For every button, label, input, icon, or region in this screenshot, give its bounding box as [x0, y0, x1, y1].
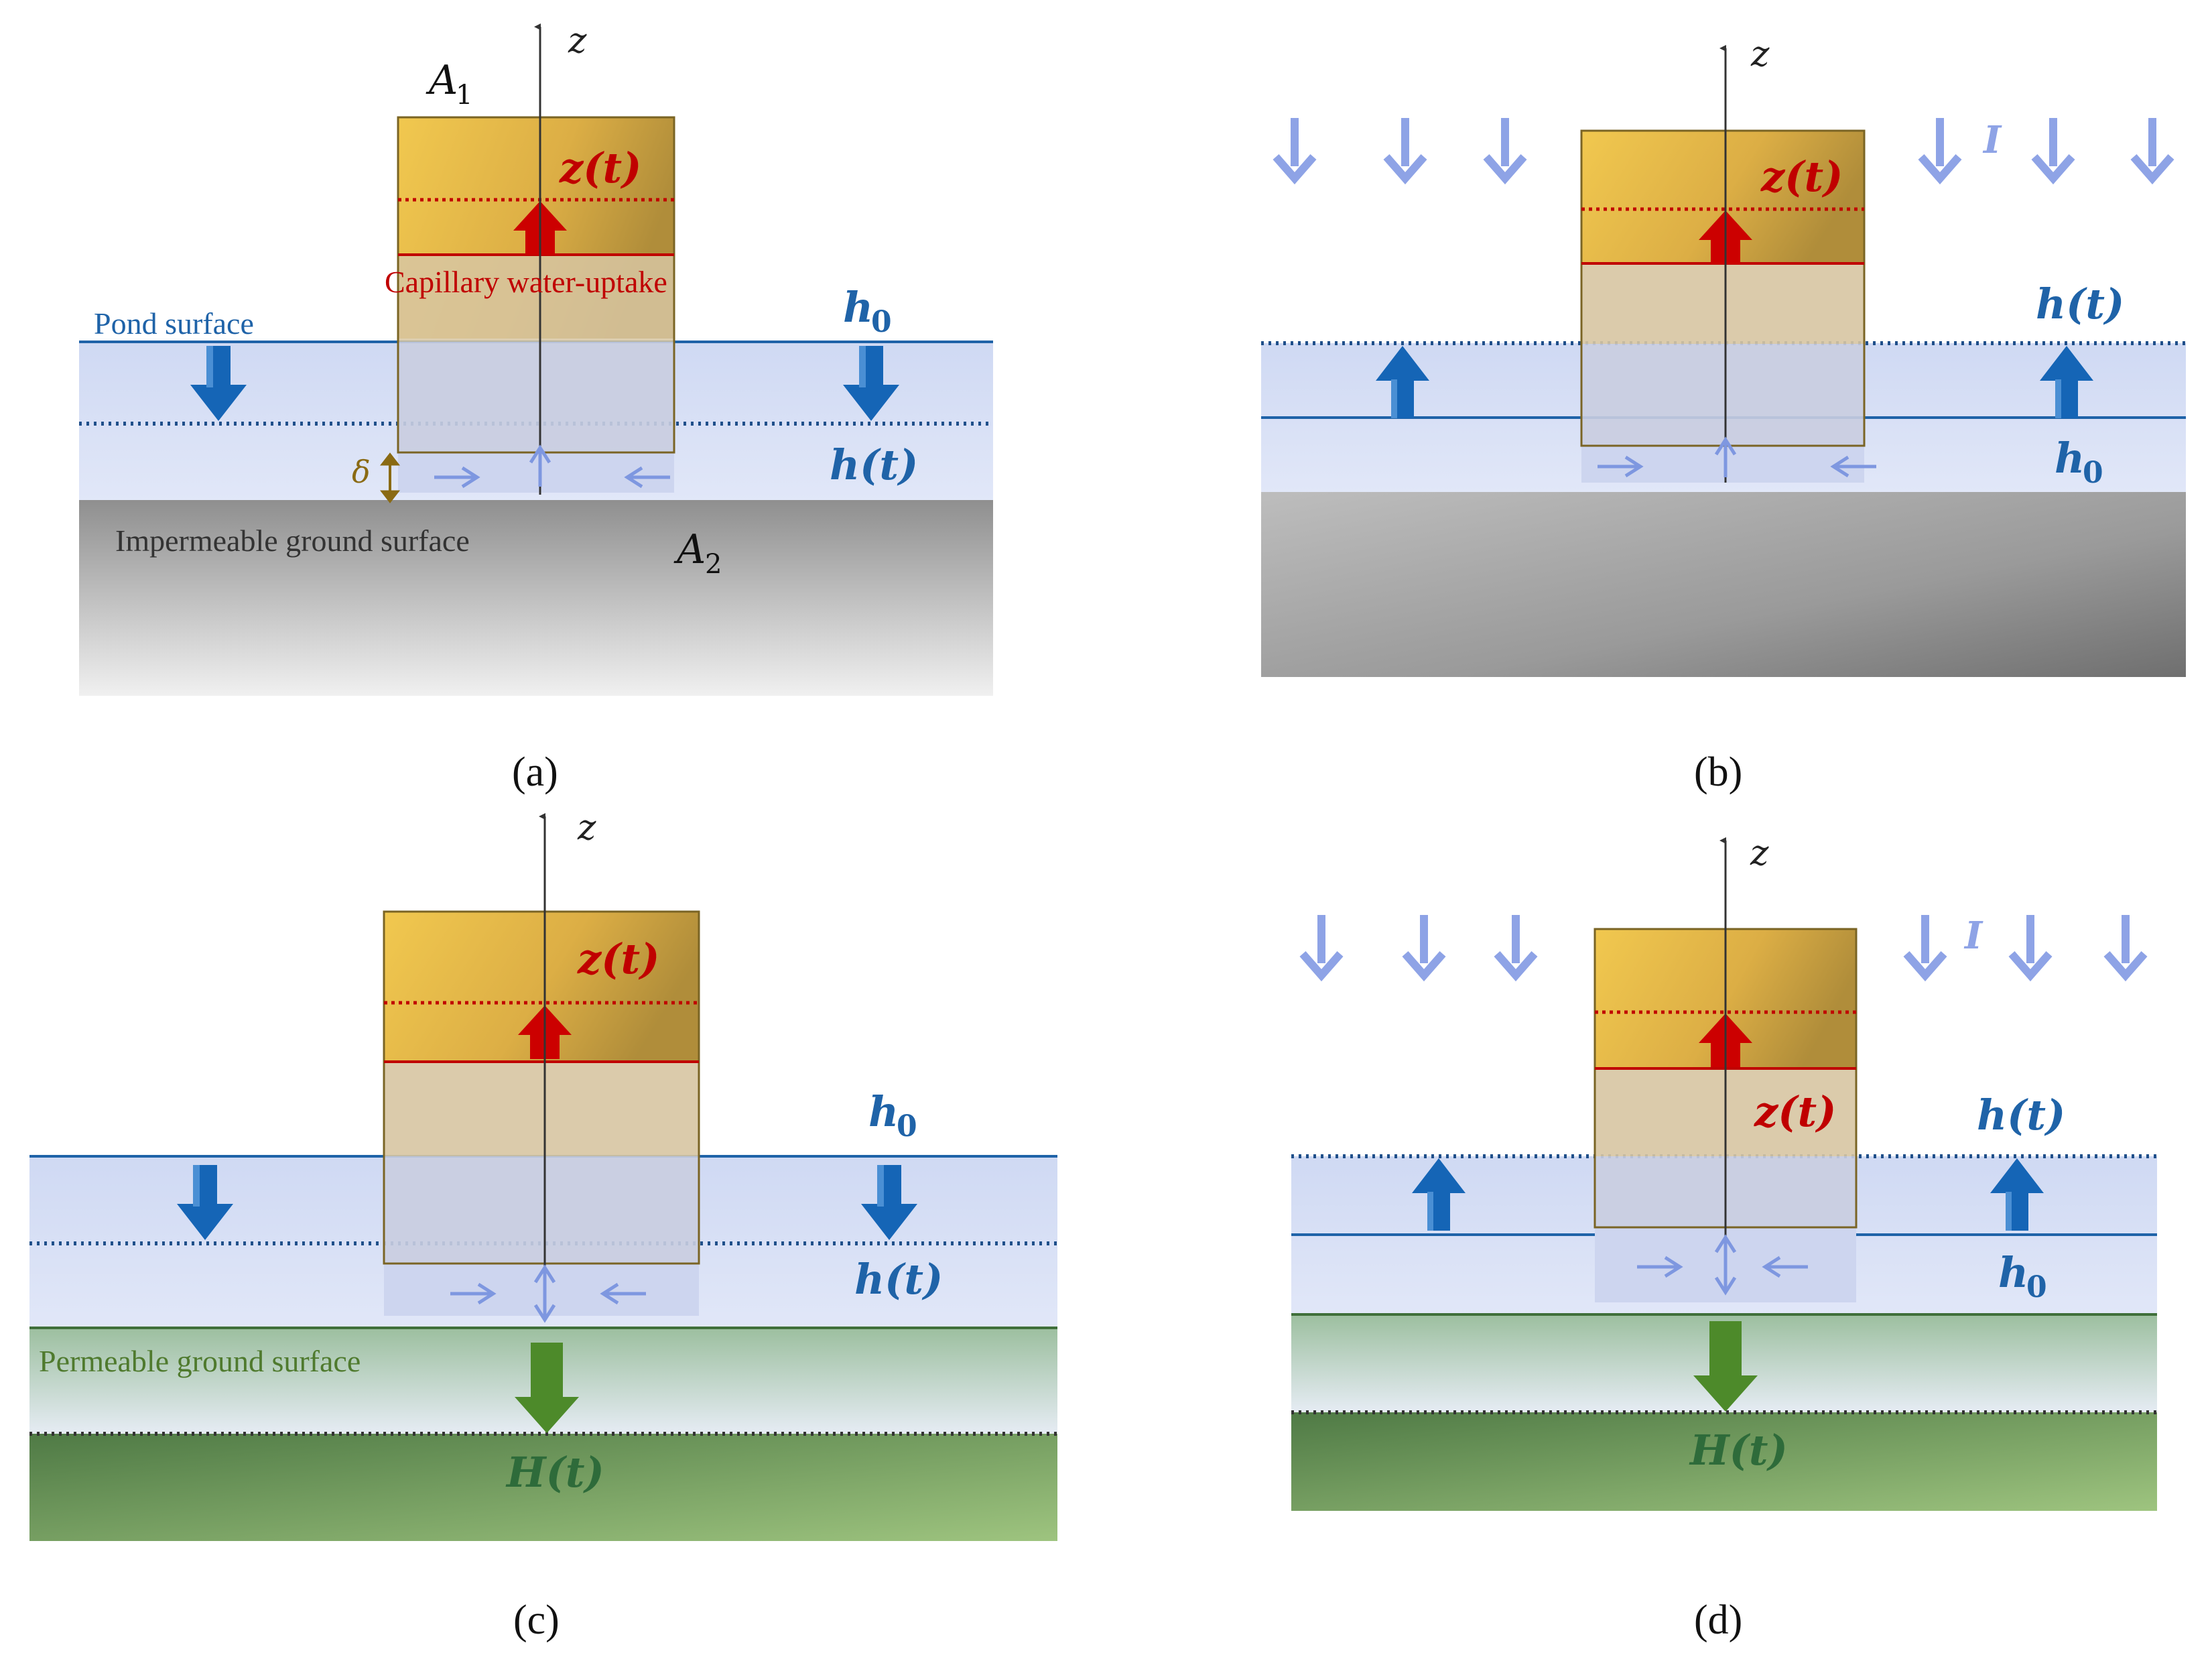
- rain-label: I: [1963, 914, 1983, 958]
- svg-text:0: 0: [2026, 1270, 2047, 1304]
- sample-submerged: [1581, 344, 1864, 446]
- impermeable-ground: [1261, 492, 2186, 677]
- svg-text:h: h: [2055, 434, 2085, 483]
- svg-text:A: A: [426, 57, 458, 104]
- panel-c: z z(t) h 0 h(t) Permeable ground surface…: [29, 808, 1057, 1643]
- lateral-arrows: [434, 444, 670, 489]
- sample-wet: [1581, 265, 1864, 344]
- axis-label-z: z: [577, 808, 596, 848]
- front-label: z(t): [1754, 1087, 1837, 1136]
- sample-wet: [384, 1062, 699, 1156]
- svg-text:0: 0: [871, 305, 892, 339]
- ht-label: h(t): [830, 440, 918, 489]
- lateral-arrows: [450, 1264, 646, 1323]
- axis-label-z: z: [1750, 833, 1769, 873]
- h0-label: h 0: [1998, 1248, 2047, 1304]
- lateral-arrows: [1598, 436, 1876, 478]
- ht-label: h(t): [1977, 1091, 2065, 1140]
- front-label: z(t): [559, 143, 642, 192]
- h0-label: h 0: [2055, 434, 2103, 490]
- svg-text:h: h: [868, 1087, 899, 1136]
- front-label: z(t): [1760, 152, 1843, 201]
- panel-a: δ z A 1 A 2 z(t) Capillary water-uptake …: [79, 21, 993, 795]
- ht-label: h(t): [854, 1255, 943, 1304]
- lateral-arrows: [1637, 1234, 1808, 1296]
- Ht-label: H(t): [505, 1448, 604, 1497]
- caption-d: (d): [1694, 1597, 1742, 1643]
- sample-gap: [398, 452, 674, 493]
- Ht-label: H(t): [1689, 1426, 1788, 1475]
- svg-text:A: A: [673, 526, 706, 573]
- area-top-label: A 1: [426, 57, 472, 111]
- h0-label: h 0: [843, 283, 892, 339]
- impermeable-ground: [79, 500, 993, 696]
- saturated-ground: [1291, 1412, 2157, 1511]
- caption-c: (c): [513, 1597, 560, 1643]
- caption-a: (a): [512, 749, 558, 795]
- svg-text:h: h: [843, 283, 873, 332]
- sample-submerged: [384, 1156, 699, 1264]
- pond-surface-label: Pond surface: [94, 306, 254, 341]
- axis-label-z: z: [1750, 34, 1770, 74]
- sample-gap: [1581, 446, 1864, 483]
- h0-label: h 0: [868, 1087, 917, 1144]
- panel-d: I z z(t) h(t) h 0 H(t) (d): [1291, 833, 2157, 1643]
- panel-b: I z z(t) h(t) h 0 (b): [1261, 34, 2186, 795]
- uptake-label: Capillary water-uptake: [385, 265, 667, 299]
- rain-label: I: [1982, 118, 2002, 162]
- gap-label: δ: [352, 454, 371, 490]
- svg-text:0: 0: [2083, 456, 2103, 490]
- svg-text:0: 0: [897, 1109, 917, 1144]
- gap-indicator: [379, 452, 401, 503]
- svg-text:2: 2: [705, 549, 722, 580]
- front-label: z(t): [577, 934, 660, 983]
- sample-submerged: [398, 342, 674, 452]
- ground-label: Impermeable ground surface: [115, 524, 470, 558]
- axis-label-z: z: [568, 21, 587, 61]
- area-bottom-label: A 2: [673, 526, 722, 580]
- sample-outline: [383, 910, 700, 1265]
- sample-wet: [398, 255, 674, 342]
- ground-label: Permeable ground surface: [39, 1344, 361, 1378]
- ht-label: h(t): [2036, 280, 2124, 328]
- svg-text:h: h: [1998, 1248, 2028, 1297]
- saturated-ground: [29, 1434, 1057, 1541]
- caption-b: (b): [1694, 749, 1742, 795]
- svg-text:1: 1: [456, 80, 472, 111]
